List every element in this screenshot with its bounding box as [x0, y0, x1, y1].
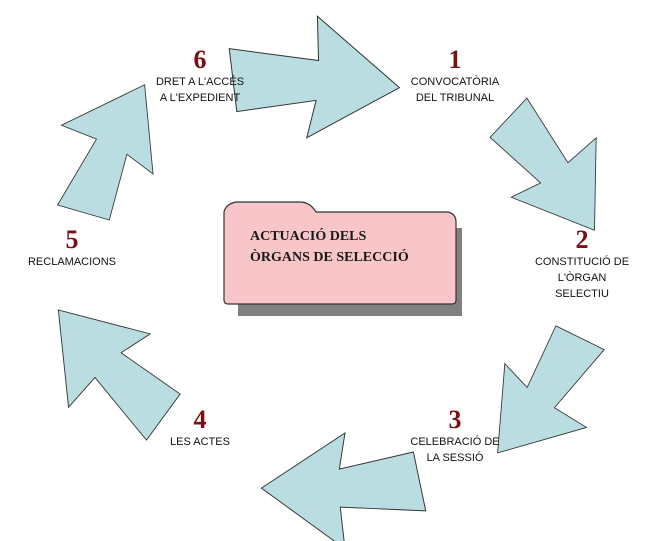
step-number: 6 [193, 45, 207, 74]
step-number: 2 [575, 225, 589, 254]
step-label: LES ACTES [170, 436, 230, 448]
arrow-6-to-1 [221, 8, 406, 146]
step-1: 1 CONVOCATÒRIA DEL TRIBUNAL [411, 46, 499, 106]
step-label: LA SESSIÓ [426, 452, 484, 464]
center-title-line1: ACTUACIÓ DELS [250, 229, 367, 244]
step-label: DRET A L'ACCÉS [155, 76, 245, 88]
center-title-line2: ÒRGANS DE SELECCIÓ [250, 250, 409, 265]
step-6: 6 DRET A L'ACCÉS A L'EXPEDIENT [156, 46, 244, 106]
step-label: L'ÒRGAN [557, 272, 607, 284]
step-number: 3 [448, 405, 462, 434]
arrow-3-to-4 [260, 432, 427, 541]
step-number: 1 [448, 45, 462, 74]
step-5: 5 RECLAMACIONS [28, 226, 116, 270]
step-label: SELECTIU [555, 288, 609, 300]
step-label: RECLAMACIONS [27, 256, 117, 268]
center-folder-box [223, 201, 457, 305]
step-label: A L'EXPEDIENT [159, 92, 241, 104]
step-3: 3 CELEBRACIÓ DE LA SESSIÓ [410, 406, 499, 466]
step-label: CONSTITUCIÓ DE [534, 256, 630, 268]
step-number: 5 [65, 225, 79, 254]
step-number: 4 [193, 405, 207, 434]
step-label: CELEBRACIÓ DE [410, 436, 500, 448]
center-title: ACTUACIÓ DELS ÒRGANS DE SELECCIÓ [250, 226, 409, 268]
step-label: CONVOCATÒRIA [410, 76, 500, 88]
step-2: 2 CONSTITUCIÓ DE L'ÒRGAN SELECTIU [535, 226, 629, 302]
step-label: DEL TRIBUNAL [415, 92, 495, 104]
step-4: 4 LES ACTES [170, 406, 230, 450]
